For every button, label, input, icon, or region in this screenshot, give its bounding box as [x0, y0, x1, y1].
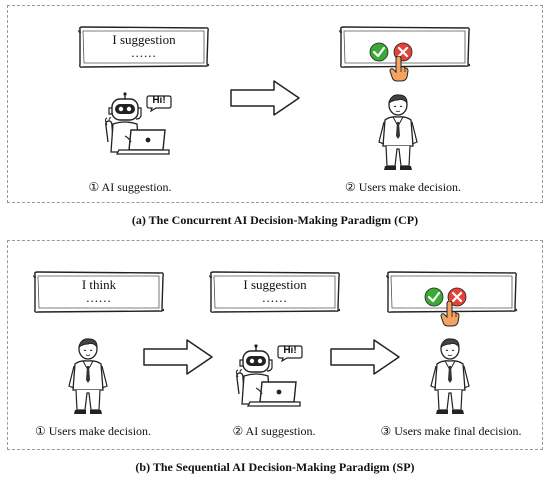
bubble-ellipsis: ......: [131, 45, 157, 60]
caption-concurrent: (a) The Concurrent AI Decision-Making Pa…: [131, 213, 419, 227]
panel-concurrent: [7, 5, 543, 203]
hi-speech-bubble: Hi!: [277, 344, 303, 362]
user-person-icon: [374, 92, 422, 172]
step-label-final-decision: ③ Users make final decision.: [380, 424, 522, 438]
arrow-right-icon: [329, 339, 401, 375]
hi-text: Hi!: [152, 95, 166, 106]
arrow-right-icon: [230, 80, 300, 116]
bubble-text: I think: [81, 277, 117, 292]
ai-suggestion-bubble: I suggestion ......: [77, 25, 211, 69]
ai-suggestion-bubble: I suggestion ......: [208, 270, 342, 314]
hi-speech-bubble: Hi!: [146, 94, 172, 112]
panel-sequential: [7, 240, 543, 450]
bubble-text: I suggestion: [112, 32, 176, 47]
user-person-icon: [426, 336, 474, 416]
bubble-ellipsis: ......: [262, 290, 288, 305]
step-label-ai-suggestion: ① AI suggestion.: [88, 180, 172, 194]
pointing-hand-icon: [389, 56, 409, 82]
step-label-user-decision: ② Users make decision.: [344, 180, 462, 194]
caption-sequential: (b) The Sequential AI Decision-Making Pa…: [135, 460, 415, 474]
bubble-ellipsis: ......: [86, 290, 112, 305]
user-person-icon: [64, 336, 112, 416]
user-thought-bubble: I think ......: [32, 270, 166, 314]
arrow-right-icon: [142, 339, 214, 375]
step-label-ai-suggestion: ② AI suggestion.: [232, 424, 316, 438]
step-label-user-decision: ① Users make decision.: [34, 424, 152, 438]
pointing-hand-icon: [440, 301, 460, 327]
check-circle-icon: [369, 42, 389, 62]
bubble-text: I suggestion: [243, 277, 307, 292]
hi-text: Hi!: [283, 345, 297, 356]
